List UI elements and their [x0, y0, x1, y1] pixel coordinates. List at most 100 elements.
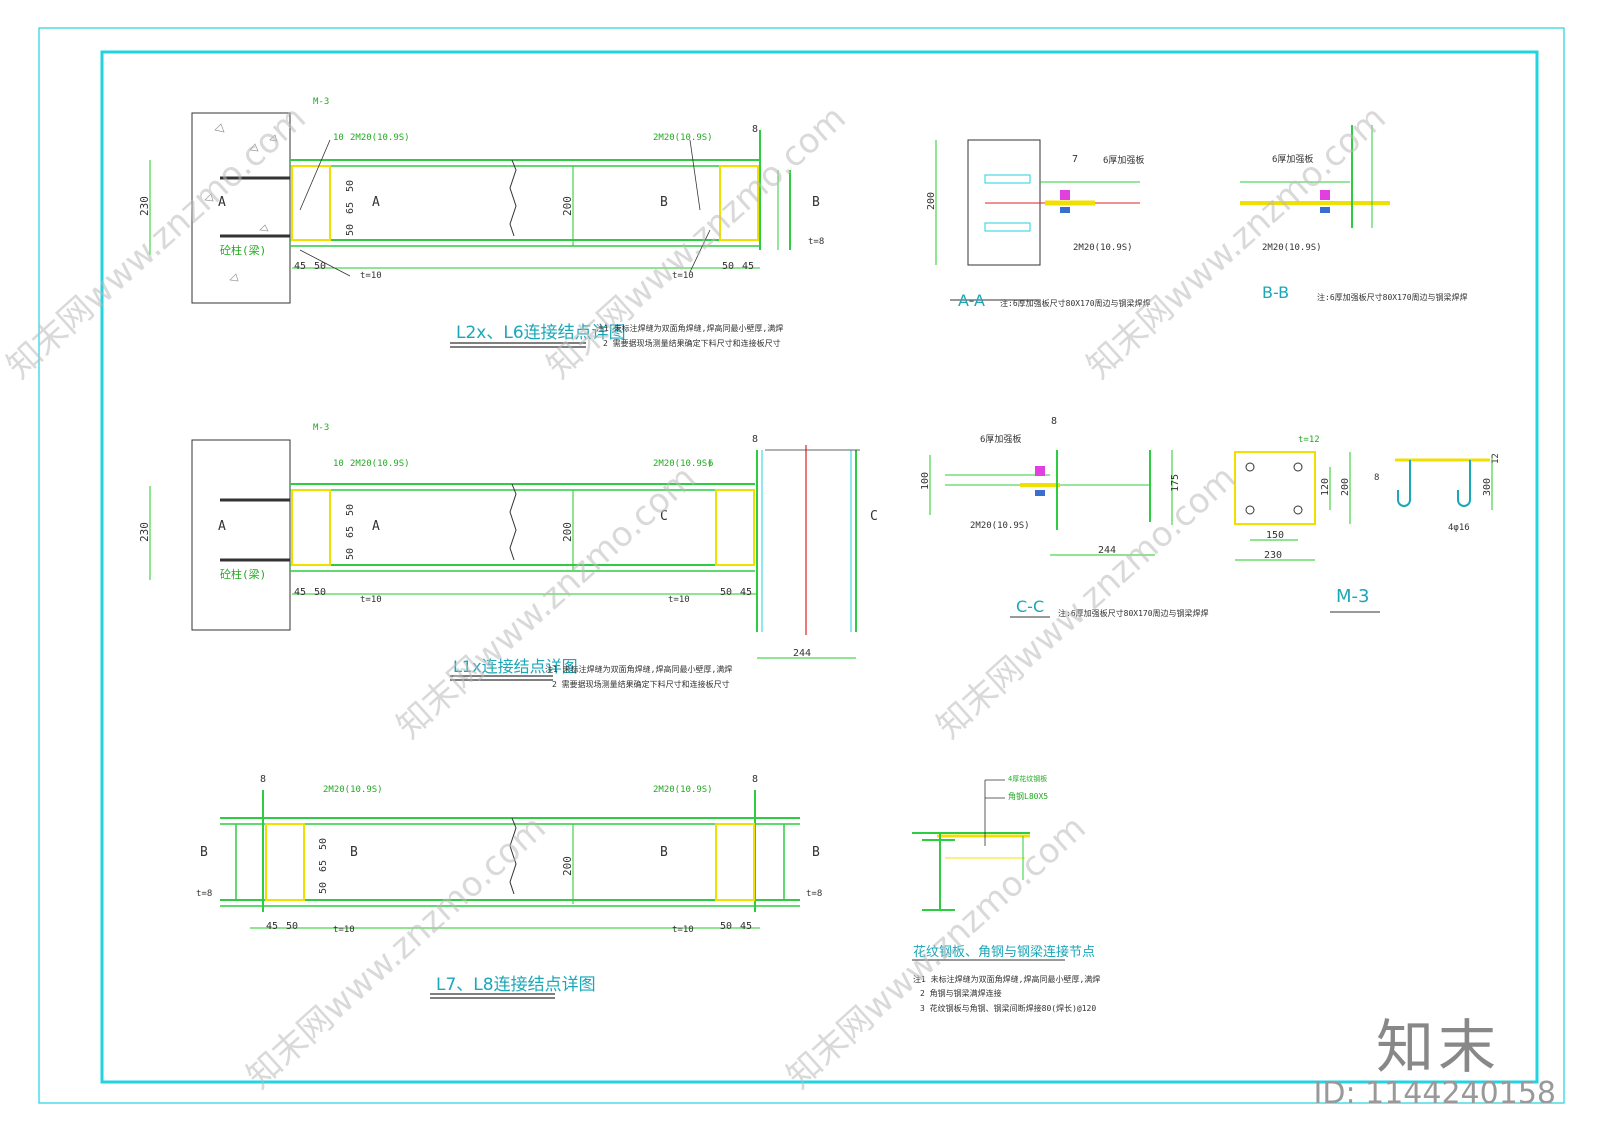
thk-text: t=10: [672, 271, 694, 281]
section-a-a: 200 7 6厚加强板 2M20(10.9S) A-A 注:6厚加强板尺寸80X…: [926, 139, 1151, 310]
dim-text: 50: [286, 921, 298, 932]
detail-title: 花纹钢板、角钢与钢梁连接节点: [913, 944, 1095, 960]
dim-text: 244: [793, 648, 811, 659]
dim-text: 200: [1340, 478, 1351, 496]
bolt-spec: 2M20(10.9S): [350, 133, 410, 143]
watermark: 知末网www.znzmo.com: [239, 808, 553, 1097]
dim-text: 50: [318, 882, 329, 894]
embed-plate-m3: t=12 120 200 150 230 300 12 8 4φ16 M-3: [1234, 435, 1501, 613]
inner-frame: [100, 50, 1539, 1084]
section-mark: A: [218, 519, 226, 534]
detail-title: L7、L8连接结点详图: [436, 975, 596, 995]
dim-text: 50: [314, 587, 326, 598]
dim-text: 45: [266, 921, 278, 932]
concrete-column: [191, 439, 291, 631]
weld-size: 7: [1072, 154, 1078, 165]
dim-text: 8: [752, 434, 758, 445]
dim-text: 45: [740, 921, 752, 932]
dim-text: 50: [720, 587, 732, 598]
dim-text: 175: [1170, 474, 1181, 492]
dim-text: 50: [318, 838, 329, 850]
mark-label: M-3: [313, 423, 329, 433]
note: 3 花纹钢板与角钢、钢梁间断焊接80(焊长)@120: [920, 1003, 1096, 1013]
mark-label: M-3: [313, 97, 329, 107]
dim-text: 45: [742, 261, 754, 272]
thk-text: t=10: [360, 271, 382, 281]
weld-size: 10: [333, 459, 344, 469]
bolt-spec: 2M20(10.9S): [350, 459, 410, 469]
section-mark: B: [812, 195, 820, 210]
dim-text: 200: [561, 196, 574, 216]
bolt-spec: 2M20(10.9S): [970, 521, 1030, 531]
section-c-c: 100 244 175 8 6厚加强板 2M20(10.9S) C-C 注:6厚…: [920, 416, 1209, 618]
bolt-spec: 2M20(10.9S): [1073, 243, 1133, 253]
watermark: 知末网www.znzmo.com: [389, 458, 703, 747]
section-mark: C: [660, 509, 668, 524]
dim-text: 230: [1264, 550, 1282, 561]
dim-text: 12: [1491, 453, 1501, 464]
dim-text: 200: [561, 856, 574, 876]
detail-title: L2x、L6连接结点详图: [456, 323, 626, 343]
checker-plate-detail: 4厚花纹钢板 角钢L80X5 花纹钢板、角钢与钢梁连接节点 注1 未标注焊缝为双…: [912, 774, 1100, 1013]
note: 2 需要据现场测量结果确定下料尺寸和连接板尺寸: [603, 338, 781, 348]
outer-frame: [38, 27, 1565, 1104]
detail-l7-l8: 2M20(10.9S) 2M20(10.9S) 8 8 200 50 65 50…: [196, 774, 822, 999]
dim-text: 300: [1482, 478, 1493, 496]
bar-spec: 4φ16: [1448, 523, 1470, 533]
dim-text: 50: [345, 504, 356, 516]
weld-size: 6: [708, 459, 713, 469]
bolt-spec: 2M20(10.9S): [653, 133, 713, 143]
dim-text: 50: [722, 261, 734, 272]
dim-text: 45: [294, 587, 306, 598]
section-mark: B: [660, 195, 668, 210]
thk-text: t=10: [333, 925, 355, 935]
dim-text: 45: [740, 587, 752, 598]
section-title: B-B: [1262, 283, 1289, 302]
section-title: M-3: [1336, 586, 1369, 607]
thk-text: t=12: [1298, 435, 1320, 445]
detail-l2x-l6: 砼柱(梁) M-3 10 2M20(10.9S) 2M20(10.9S) 8 2…: [138, 97, 824, 348]
dim-text: 8: [1374, 473, 1379, 483]
note: 注1 未标注焊缝为双面角焊缝,焊高同最小壁厚,满焊: [913, 974, 1100, 984]
section-title: C-C: [1016, 597, 1044, 616]
plate-label: 6厚加强板: [1272, 153, 1313, 165]
weld-size: 10: [333, 133, 344, 143]
thk-text: t=10: [668, 595, 690, 605]
dim-text: 50: [720, 921, 732, 932]
bolt-spec: 2M20(10.9S): [653, 785, 713, 795]
detail-l1x: 砼柱(梁) M-3 10 2M20(10.9S) 2M20(10.9S) 6 8…: [138, 423, 878, 689]
detail-title: L1x连接结点详图: [453, 657, 578, 676]
note: 2 角钢与钢梁满焊连接: [920, 988, 1002, 998]
dim-text: 50: [314, 261, 326, 272]
dim-text: 120: [1320, 478, 1331, 496]
concrete-column: [191, 112, 291, 304]
note: 注1 未标注焊缝为双面角焊缝,焊高同最小壁厚,满焊: [596, 323, 783, 333]
image-id: ID: 1144240158: [1313, 1076, 1556, 1111]
dim-text: 150: [1266, 530, 1284, 541]
section-mark: B: [350, 845, 358, 860]
section-mark: A: [372, 519, 380, 534]
watermark: 知末网www.znzmo.com: [929, 458, 1243, 747]
dim-text: 65: [345, 526, 356, 538]
thk-text: t=8: [806, 889, 822, 899]
plate-label: 6厚加强板: [980, 433, 1021, 445]
note: 注1 未标注焊缝为双面角焊缝,焊高同最小壁厚,满焊: [545, 664, 732, 674]
dim-text: 65: [345, 202, 356, 214]
thk-text: t=8: [808, 237, 824, 247]
note: 2 需要据现场测量结果确定下料尺寸和连接板尺寸: [552, 679, 730, 689]
dim-text: 230: [138, 522, 151, 542]
section-mark: C: [870, 509, 878, 524]
bolt-spec: 2M20(10.9S): [653, 459, 713, 469]
note: 注:6厚加强板尺寸80X170周边与钢梁焊焊: [1317, 292, 1468, 302]
bolt-spec: 2M20(10.9S): [1262, 243, 1322, 253]
dim-text: 50: [345, 180, 356, 192]
section-mark: B: [660, 845, 668, 860]
dim-text: 244: [1098, 545, 1116, 556]
section-mark: A: [218, 195, 226, 210]
dim-text: 100: [920, 472, 931, 490]
column-label: 砼柱(梁): [220, 243, 266, 257]
section-b-b: 6厚加强板 2M20(10.9S) B-B 注:6厚加强板尺寸80X170周边与…: [1240, 125, 1468, 302]
section-title: A-A: [958, 291, 985, 310]
section-mark: A: [372, 195, 380, 210]
